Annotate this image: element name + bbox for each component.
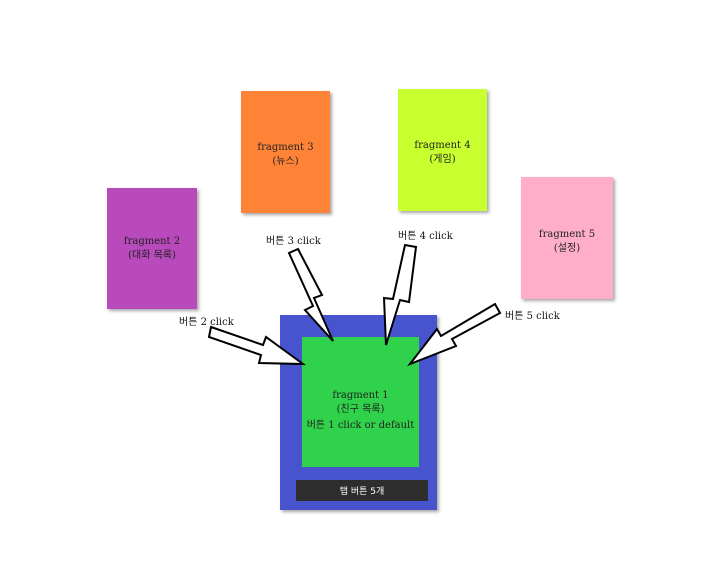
fragment-5-title: fragment 5 <box>538 229 596 240</box>
tab-bar[interactable]: 탭 버튼 5개 <box>296 480 428 501</box>
fragment-4-title: fragment 4 <box>414 140 471 151</box>
fragment-2-subtitle: (대화 목록) <box>128 249 176 261</box>
arrow-label-button-2: 버튼 2 click <box>179 317 234 328</box>
arrow-label-button-5: 버튼 5 click <box>505 311 560 322</box>
arrow-button-2 <box>207 325 307 366</box>
fragment-3-subtitle: (뉴스) <box>272 156 299 167</box>
fragment-4-box: fragment 4 (게임) <box>398 89 487 211</box>
fragment-5-box: fragment 5 (설정) <box>521 177 613 299</box>
arrow-label-button-3: 버튼 3 click <box>266 236 321 247</box>
arrow-button-4 <box>382 243 418 346</box>
fragment-1-title: fragment 1 <box>332 390 389 401</box>
arrow-button-3 <box>287 247 334 342</box>
fragment-2-title: fragment 2 <box>123 235 181 247</box>
fragment-1-box: fragment 1 (친구 목록) 버튼 1 click or default <box>302 337 419 467</box>
fragment-5-subtitle: (설정) <box>553 243 581 254</box>
tab-bar-label: 탭 버튼 5개 <box>339 487 385 497</box>
fragment-3-box: fragment 3 (뉴스) <box>241 91 330 213</box>
fragment-2-box: fragment 2 (대화 목록) <box>107 188 197 309</box>
fragment-1-subtitle: (친구 목록) <box>336 404 385 415</box>
fragment-4-subtitle: (게임) <box>429 154 456 165</box>
fragment-3-title: fragment 3 <box>257 142 314 153</box>
arrow-button-5 <box>407 302 502 367</box>
arrow-label-button-4: 버튼 4 click <box>398 231 453 242</box>
fragment-1-note: 버튼 1 click or default <box>306 420 415 431</box>
